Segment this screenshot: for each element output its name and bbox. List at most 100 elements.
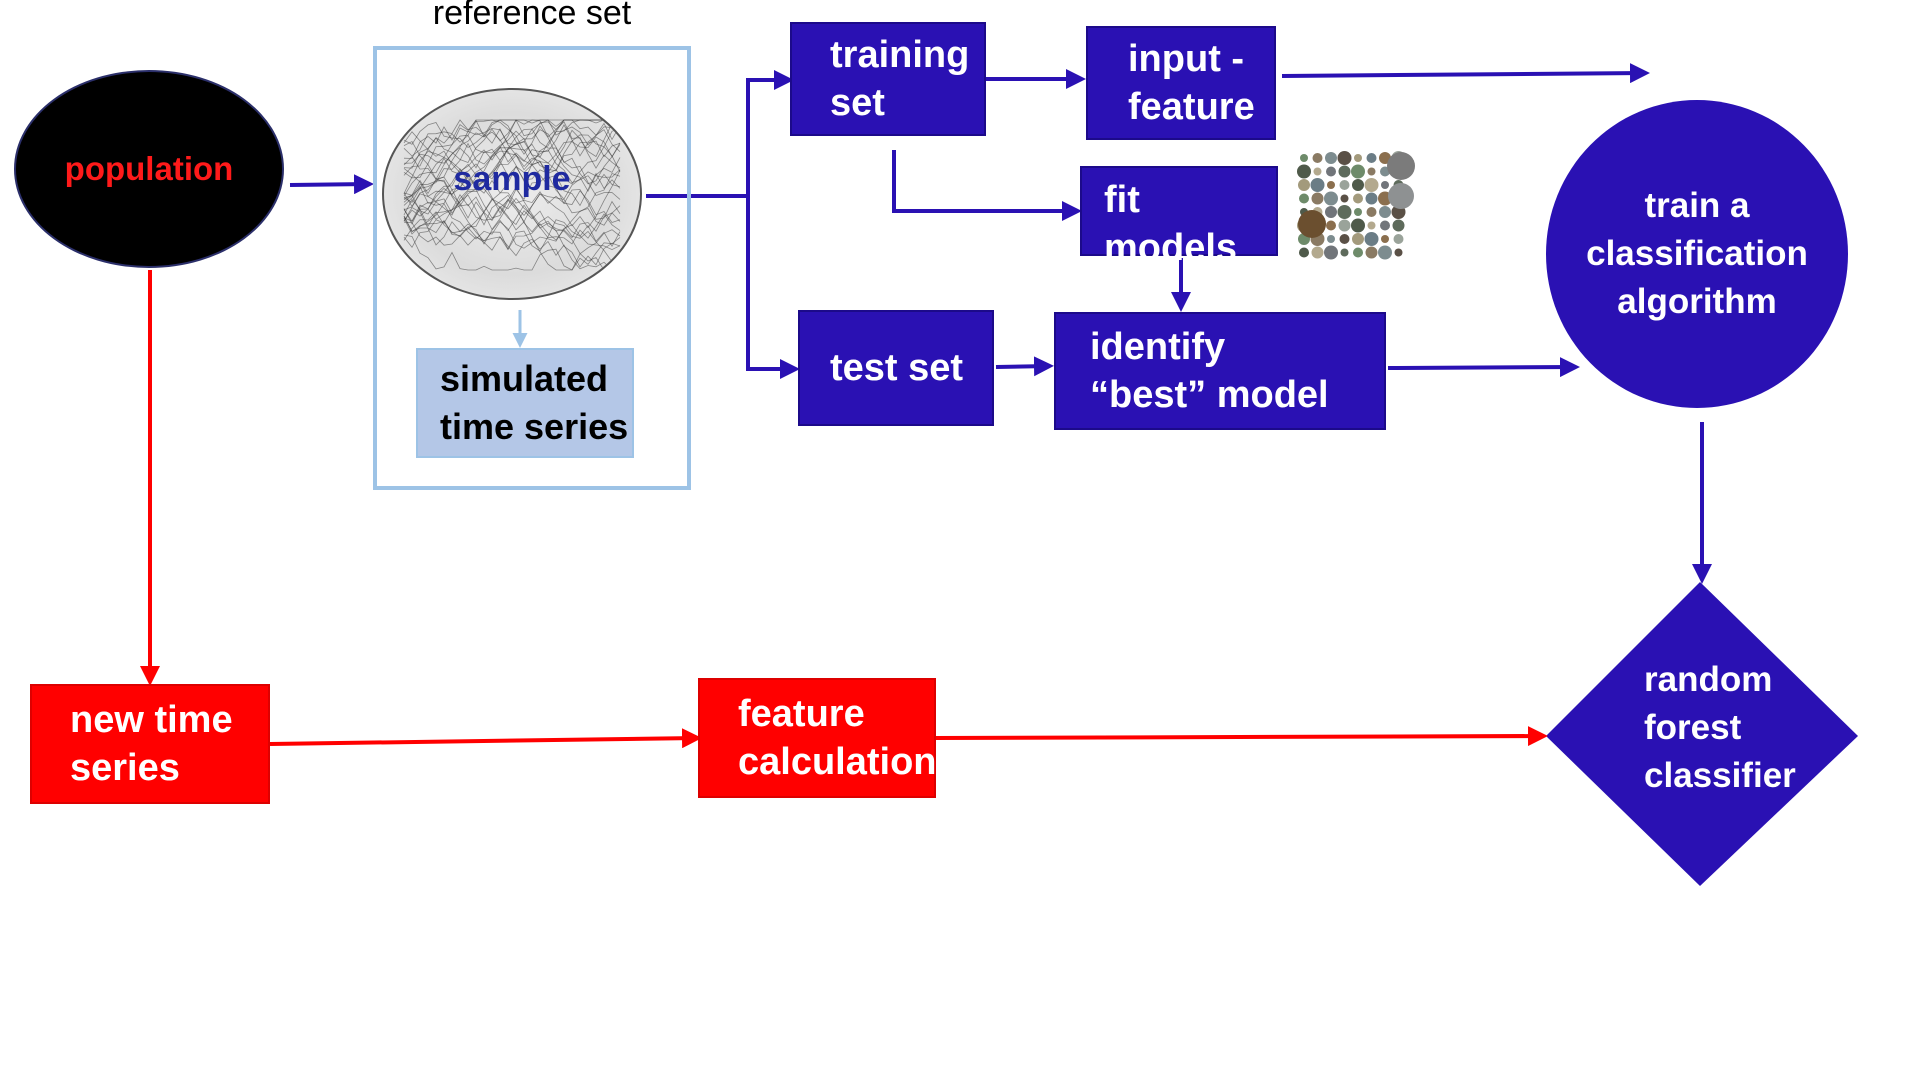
- sample-series-line: [403, 204, 621, 246]
- grid-dot: [1311, 246, 1324, 259]
- training-set-box: training set: [790, 22, 986, 136]
- grid-dot: [1351, 164, 1365, 179]
- grid-dot: [1298, 179, 1310, 191]
- grid-dot: [1324, 191, 1338, 206]
- sample-series-line: [403, 119, 621, 188]
- grid-dot: [1392, 219, 1405, 232]
- grid-dot: [1353, 193, 1363, 204]
- grid-dot: [1300, 154, 1308, 162]
- grid-dot: [1324, 245, 1338, 260]
- arrow-new-series-to-feature: [269, 728, 702, 749]
- population-label: population: [64, 150, 234, 187]
- grid-dot: [1354, 208, 1362, 216]
- sample-series-line: [403, 181, 621, 232]
- sample-series-line: [403, 126, 621, 191]
- grid-dot: [1299, 193, 1309, 204]
- sample-series-line: [403, 156, 621, 252]
- grid-dot: [1380, 220, 1390, 231]
- grid-dot: [1339, 180, 1350, 190]
- sample-ellipse: [382, 88, 642, 300]
- grid-dot: [1381, 181, 1389, 189]
- new-time-series-box: new time series: [30, 684, 270, 804]
- grid-dot-large: [1387, 152, 1415, 180]
- grid-dot: [1352, 233, 1364, 245]
- grid-dot: [1310, 178, 1325, 192]
- reference-set-frame: [373, 46, 691, 490]
- grid-dot: [1326, 220, 1336, 231]
- arrow-test-to-identify: [995, 356, 1054, 377]
- time-series-lines-icon: [403, 119, 621, 271]
- grid-dot: [1299, 247, 1309, 258]
- grid-dot: [1338, 165, 1351, 178]
- sample-series-line: [403, 202, 621, 251]
- simulated-time-series-box: simulated time series: [416, 348, 634, 458]
- sample-series-line: [403, 124, 621, 197]
- sample-series-line: [403, 119, 621, 176]
- grid-dot: [1325, 152, 1337, 164]
- population-node: population: [14, 70, 284, 268]
- feature-calculation-box: feature calculation: [698, 678, 937, 798]
- grid-dot: [1338, 219, 1351, 232]
- input-feature-box: input - feature: [1086, 26, 1276, 140]
- grid-dot: [1340, 194, 1349, 203]
- arrow-training-to-fit: [892, 150, 1082, 221]
- grid-dot: [1339, 234, 1350, 244]
- grid-dot: [1394, 248, 1403, 257]
- grid-dot: [1367, 167, 1376, 176]
- sample-series-line: [403, 170, 621, 231]
- grid-dot: [1364, 178, 1379, 192]
- sample-series-line: [403, 136, 621, 197]
- arrow-input-to-train: [1281, 63, 1650, 84]
- random-forest-label: random forest classifier: [1644, 660, 1796, 795]
- sample-label: sample: [453, 160, 571, 198]
- sample-series-line: [403, 127, 621, 200]
- grid-dot: [1381, 235, 1389, 243]
- grid-dot: [1353, 247, 1363, 258]
- grid-dot: [1393, 234, 1404, 244]
- sample-series-line: [403, 119, 621, 223]
- sample-series-line: [403, 164, 621, 249]
- identify-best-model-box: identify “best” model: [1054, 312, 1386, 430]
- sample-series-line: [403, 199, 621, 271]
- grid-dot: [1311, 192, 1324, 205]
- sample-series-line: [403, 197, 620, 271]
- sample-series-line: [403, 194, 621, 271]
- fit-models-box: fit models: [1080, 166, 1278, 269]
- grid-dot: [1337, 205, 1352, 219]
- grid-dot: [1365, 192, 1378, 205]
- grid-dot: [1365, 246, 1378, 259]
- grid-dot: [1327, 235, 1335, 243]
- grid-dot: [1340, 248, 1349, 257]
- arrow-feature-to-forest: [935, 726, 1548, 747]
- sample-series-line: [403, 119, 621, 169]
- grid-dot: [1327, 181, 1335, 189]
- reference-set-title: reference set: [432, 0, 632, 32]
- grid-dot: [1379, 206, 1391, 218]
- grid-dot: [1297, 164, 1311, 179]
- arrow-population-to-sample: [289, 174, 374, 195]
- grid-dot: [1352, 179, 1364, 191]
- sample-series-line: [403, 119, 621, 193]
- grid-dot: [1366, 153, 1377, 163]
- grid-dot: [1378, 245, 1392, 260]
- train-classification-node: train a classification algorithm: [1546, 100, 1848, 408]
- grid-dot: [1364, 232, 1379, 246]
- grid-dot: [1351, 218, 1365, 233]
- sample-series-line: [403, 131, 621, 216]
- grid-dot: [1313, 167, 1322, 176]
- arrow-split-to-training: [746, 70, 794, 370]
- circle-grid-icon: [1297, 151, 1416, 268]
- sample-series-line: [403, 119, 621, 194]
- grid-dot: [1312, 153, 1323, 163]
- grid-dot: [1367, 221, 1376, 230]
- sample-series-line: [403, 211, 620, 271]
- grid-dot-large: [1388, 183, 1414, 209]
- sample-series-line: [403, 127, 621, 206]
- grid-dot: [1325, 206, 1337, 218]
- grid-dot: [1337, 151, 1352, 165]
- test-set-box: test set: [798, 310, 994, 426]
- sample-series-line: [403, 129, 621, 208]
- grid-dot: [1326, 166, 1336, 177]
- grid-dot: [1354, 154, 1362, 162]
- sample-series-line: [403, 188, 621, 268]
